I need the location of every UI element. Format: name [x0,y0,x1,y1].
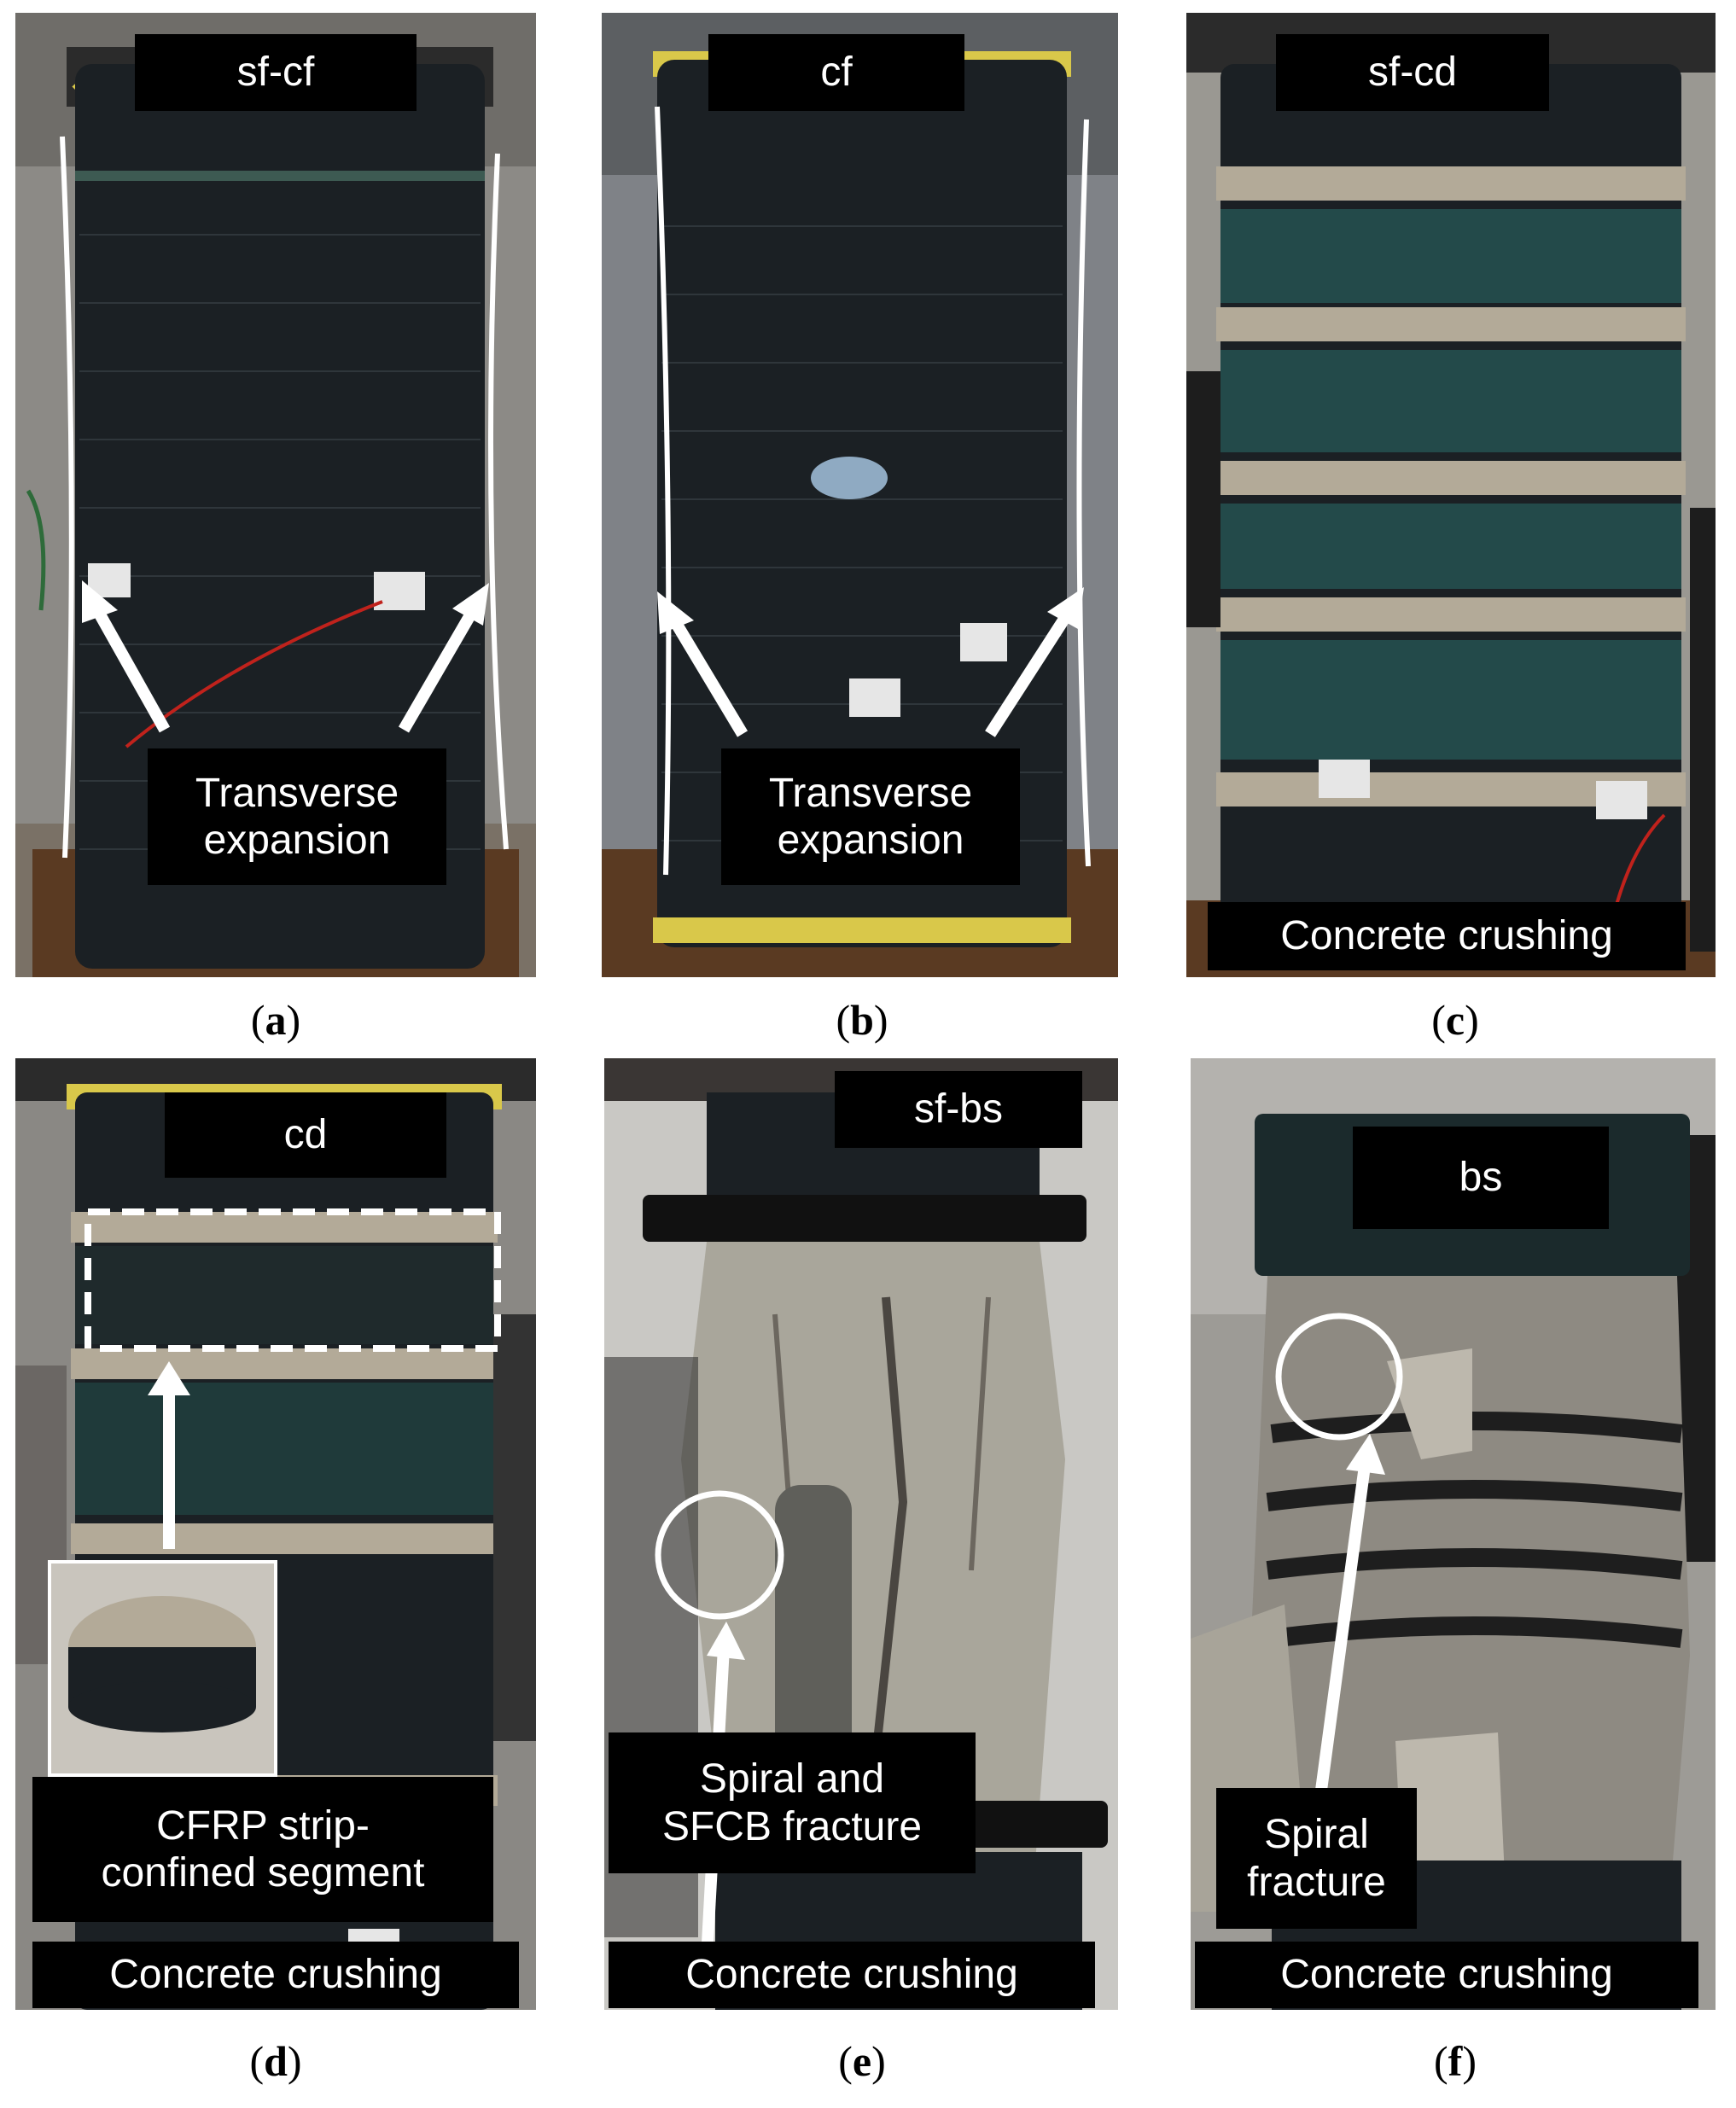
caption-d: (d) [249,2037,302,2085]
annotation-concrete-crushing-e: Concrete crushing [609,1942,1095,2008]
specimen-tag-e: sf-bs [835,1071,1082,1148]
photo-panel-c: sf-cd Concrete crushing [1186,13,1716,977]
photo-panel-d: cd CFRP strip-confined segment Concrete … [15,1058,536,2010]
caption-a: (a) [250,996,301,1044]
annotation-concrete-crushing-d: Concrete crushing [32,1942,519,2008]
specimen-tag-f: bs [1353,1127,1609,1229]
caption-c: (c) [1431,996,1479,1044]
annotation-concrete-crushing-f: Concrete crushing [1195,1942,1698,2008]
specimen-tag-d: cd [165,1092,446,1178]
annotation-concrete-crushing-c: Concrete crushing [1208,902,1686,970]
annotation-cfrp-segment-d: CFRP strip-confined segment [32,1777,493,1922]
caption-e: (e) [838,2037,886,2085]
caption-f: (f) [1434,2037,1477,2085]
specimen-photo-b [602,13,1118,977]
specimen-photo-c [1186,13,1716,977]
specimen-tag-b: cf [708,34,964,111]
specimen-tag-a: sf-cf [135,34,417,111]
specimen-tag-c: sf-cd [1276,34,1549,111]
caption-b: (b) [836,996,888,1044]
